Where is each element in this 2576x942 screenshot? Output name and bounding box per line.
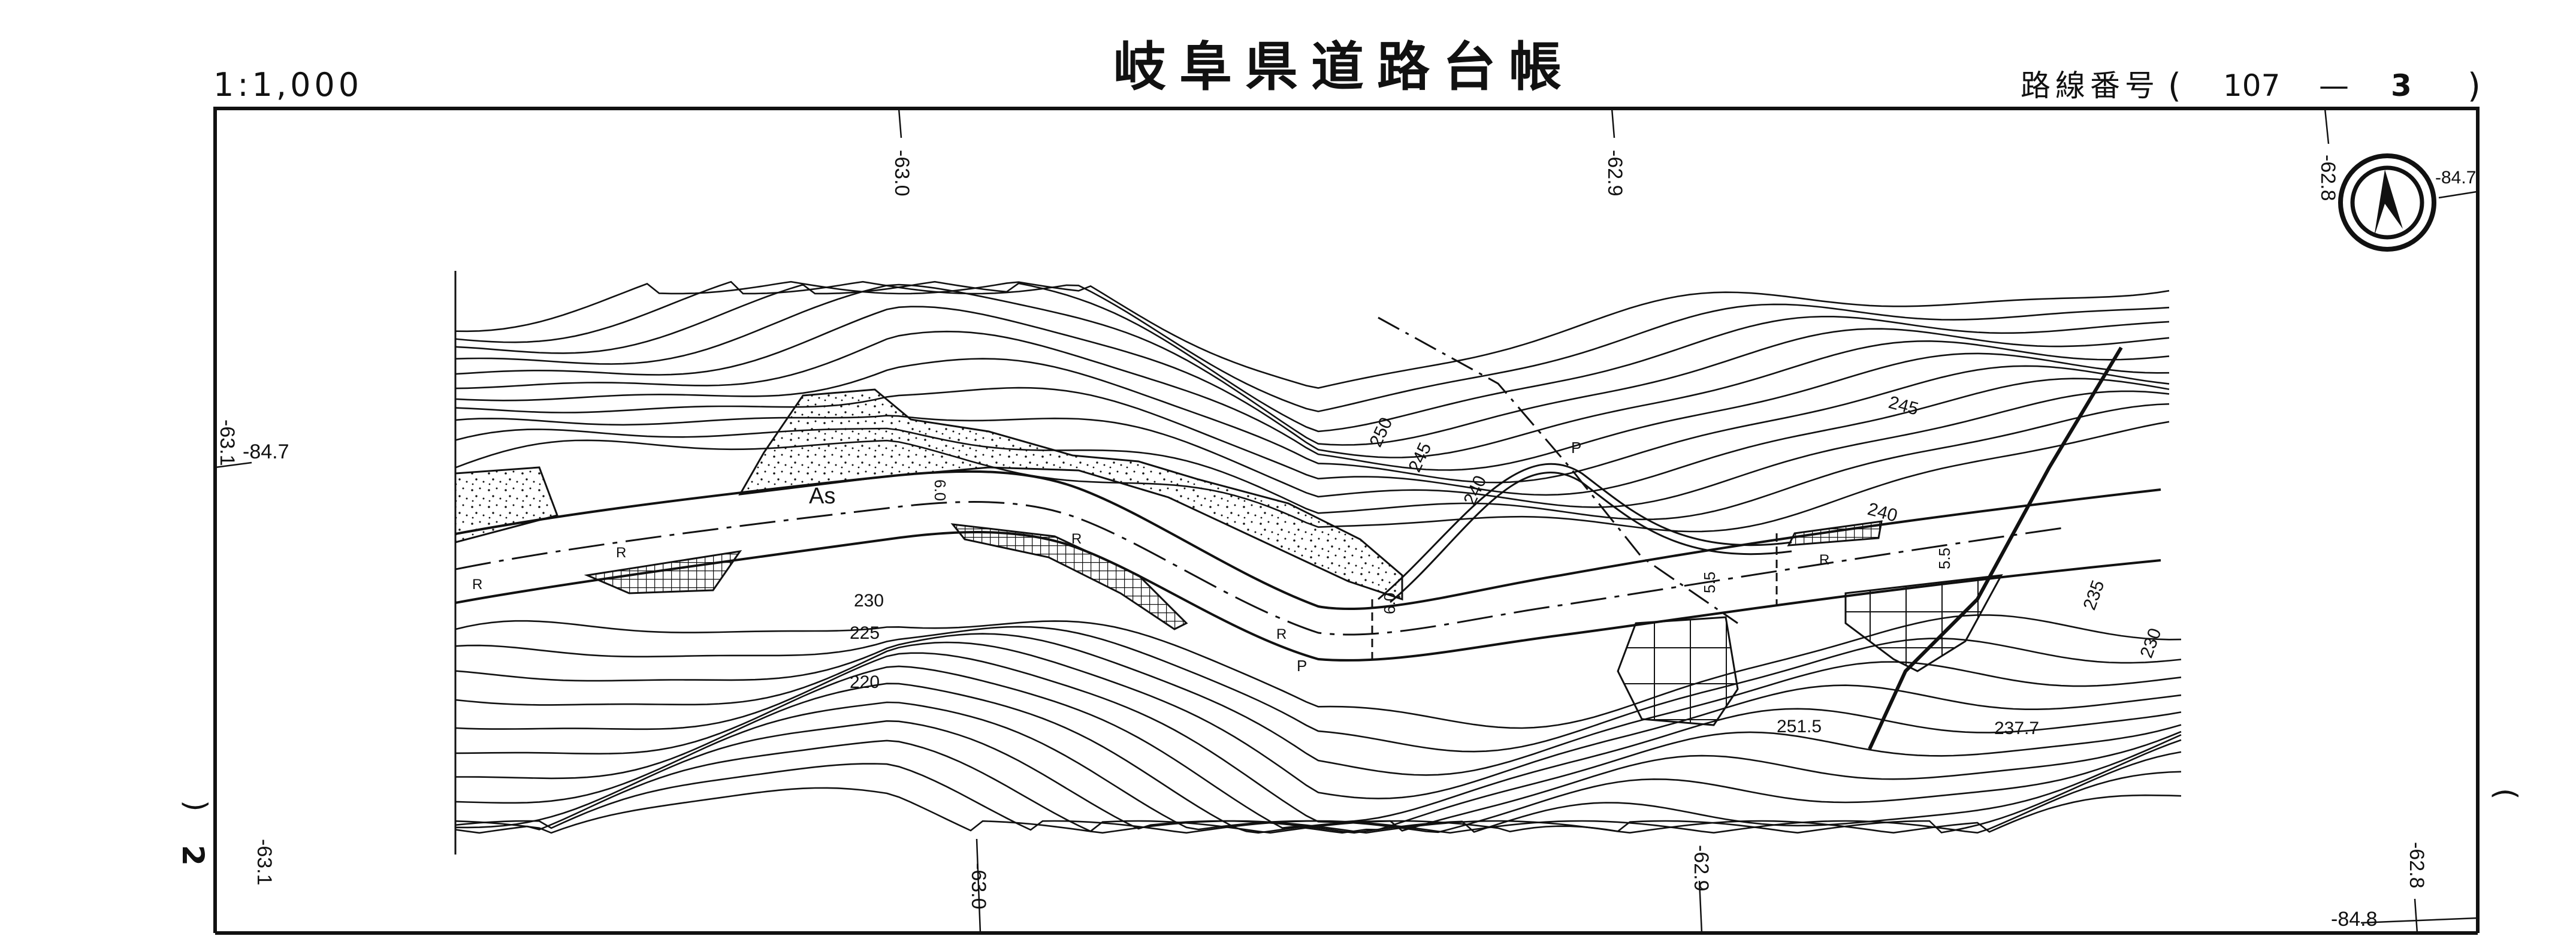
- route-number: 路線番号 ( 107 — 3 ): [2021, 67, 2481, 105]
- route-number-value: 107: [2223, 68, 2280, 103]
- grid-label-top-2: -62.9: [1603, 150, 1626, 197]
- contour-label: 235: [2080, 578, 2109, 612]
- contour-line: [455, 280, 2170, 389]
- contour-label: 225: [850, 623, 880, 643]
- retaining-wall-area: [1844, 574, 2003, 672]
- road: [455, 316, 2161, 750]
- retaining-wall-area: [1617, 616, 1739, 726]
- grid-label-left-2: -84.7: [243, 440, 289, 463]
- contour-line: [455, 306, 2170, 458]
- road-width-label: 5.5: [1701, 572, 1719, 593]
- route-dash: —: [2319, 68, 2349, 103]
- road-width-label: 6.0: [1381, 593, 1399, 614]
- contour-line: [455, 390, 2170, 508]
- contour-line: [455, 358, 2170, 484]
- contour-line: [455, 787, 2182, 834]
- grid-label-bottom-right: -84.8: [2331, 908, 2378, 931]
- contour-line: [455, 665, 2182, 834]
- north-arrow-icon: [2338, 153, 2436, 252]
- retaining-wall-area: [584, 550, 742, 594]
- grid-label-bottom-4: -62.8: [2405, 842, 2428, 889]
- grid-label-top-right: -84.7: [2435, 168, 2476, 188]
- contour-label: 245: [1886, 393, 1920, 419]
- embankment-area: [738, 388, 1403, 601]
- retaining-label: R: [616, 545, 626, 561]
- contour-label: 240: [1865, 499, 1899, 526]
- contour-line: [455, 701, 2182, 834]
- spot-height: 237.7: [1994, 718, 2039, 738]
- map-title: 岐阜県道路台帳: [1113, 36, 1575, 98]
- grid-ticks: [215, 108, 2478, 934]
- contour-label: 230: [2137, 626, 2166, 660]
- route-close-paren: ): [2468, 67, 2481, 105]
- scale-label: 1:1,000: [213, 66, 363, 104]
- grid-label-bottom-2: -63.0: [967, 863, 990, 910]
- sheet-number: 2: [176, 845, 210, 866]
- retaining-label: R: [1071, 531, 1082, 547]
- retaining-label: R: [1819, 552, 1829, 568]
- contour-label: 220: [850, 672, 880, 692]
- retaining-wall-area: [1787, 520, 1883, 547]
- road-width-label: 5.5: [1935, 548, 1953, 569]
- grid-label-left-1: -63.1: [216, 419, 238, 466]
- grid-label-bottom-1: -63.1: [253, 839, 276, 886]
- sheet-right-paren: (: [2489, 788, 2523, 800]
- contour-line: [455, 280, 2170, 412]
- contour-line: [455, 739, 2182, 834]
- contour-lines: [455, 280, 2182, 834]
- contour-label: 230: [854, 591, 884, 611]
- contour-line: [455, 720, 2182, 834]
- contour-line: [455, 330, 2170, 471]
- route-label: 路線番号: [2021, 68, 2160, 103]
- spot-height: 251.5: [1777, 717, 1822, 736]
- grid-label-bottom-3: -62.9: [1690, 845, 1713, 892]
- map-frame: [213, 107, 2480, 933]
- contour-line: [455, 683, 2182, 834]
- contour-line: [455, 763, 2182, 834]
- embankment-area: [454, 466, 558, 544]
- route-open-paren: (: [2168, 67, 2181, 105]
- retaining-label: R: [1276, 626, 1287, 642]
- contour-line: [455, 641, 2182, 799]
- contour-line: [455, 283, 2170, 446]
- contour-line: [455, 633, 2182, 776]
- retaining-wall-area: [950, 523, 1188, 630]
- contour-line: [455, 652, 2182, 823]
- contour-line: [455, 403, 2170, 521]
- contour-line: [455, 280, 2170, 433]
- contour-line: [455, 378, 2170, 496]
- retaining-label: R: [472, 576, 482, 593]
- grid-label-top-1: -63.0: [890, 150, 913, 197]
- pole-label: P: [1297, 657, 1307, 675]
- surface-label: As: [809, 484, 835, 509]
- route-section: 3: [2391, 68, 2412, 103]
- sheet-left-paren: ): [179, 800, 213, 812]
- grid-label-top-3: -62.8: [2317, 155, 2339, 201]
- road-width-label: 6.0: [931, 479, 949, 501]
- contour-label: 250: [1366, 415, 1396, 450]
- pole-label: P: [1571, 439, 1581, 457]
